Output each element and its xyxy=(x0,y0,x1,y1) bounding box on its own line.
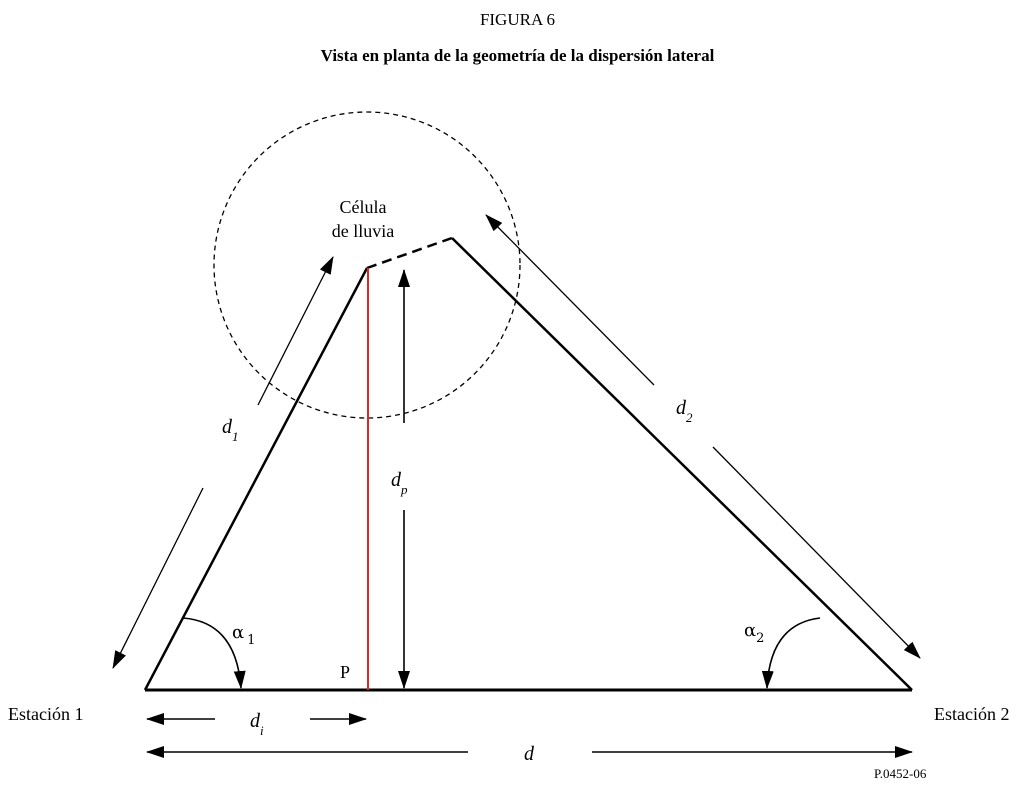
di-label: di xyxy=(250,710,264,738)
side-cell-to-station2 xyxy=(451,237,913,691)
rain-cell-label-line2: de lluvia xyxy=(332,221,394,241)
station1-label: Estación 1 xyxy=(8,704,83,724)
figure-label: FIGURA 6 xyxy=(479,10,556,29)
d1-arrow-up xyxy=(257,256,334,406)
d1-arrow-down xyxy=(112,487,204,669)
d1-label: d1 xyxy=(222,416,239,444)
alpha2-arc xyxy=(761,617,821,689)
alpha2-label: α2 xyxy=(744,620,764,646)
d-label: d xyxy=(524,743,535,765)
dashed-cell-segment xyxy=(366,236,453,270)
point-p-label: P xyxy=(340,662,350,682)
dp-label: dp xyxy=(391,469,408,497)
d2-arrow-down xyxy=(712,446,921,659)
rain-cell-circle xyxy=(213,111,521,419)
side-station1-to-cell xyxy=(143,267,369,691)
figure-title: Vista en planta de la geometría de la di… xyxy=(320,46,715,65)
alpha1-arc xyxy=(182,617,246,689)
station2-label: Estación 2 xyxy=(934,704,1009,724)
rain-cell-label-line1: Célula xyxy=(340,197,387,217)
d2-label: d2 xyxy=(676,397,693,425)
d2-arrow-up xyxy=(485,214,655,386)
figure-code: P.0452-06 xyxy=(874,766,927,781)
